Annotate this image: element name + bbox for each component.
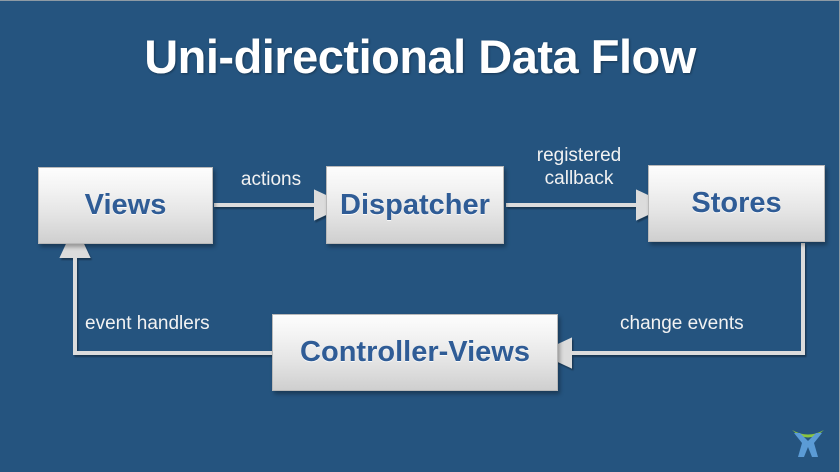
edge-label-registered-callback: registered callback: [536, 145, 622, 189]
edge-controller-to-views: [59, 224, 272, 355]
node-dispatcher-label: Dispatcher: [340, 188, 490, 221]
node-stores[interactable]: Stores: [648, 165, 825, 242]
edge-stores-to-controller: [538, 243, 805, 369]
node-controller-views-label: Controller-Views: [300, 336, 530, 368]
node-dispatcher[interactable]: Dispatcher: [326, 166, 504, 244]
edge-label-event-handlers: event handlers: [85, 313, 210, 334]
page-title: Uni-directional Data Flow: [144, 30, 696, 83]
node-controller-views[interactable]: Controller-Views: [272, 314, 558, 391]
edge-label-change-events: change events: [620, 313, 744, 334]
node-views-label: Views: [84, 189, 167, 221]
node-stores-label: Stores: [691, 187, 782, 219]
edge-label-actions: actions: [240, 169, 302, 190]
brand-logo-icon: [792, 430, 824, 457]
node-views[interactable]: Views: [38, 167, 213, 244]
